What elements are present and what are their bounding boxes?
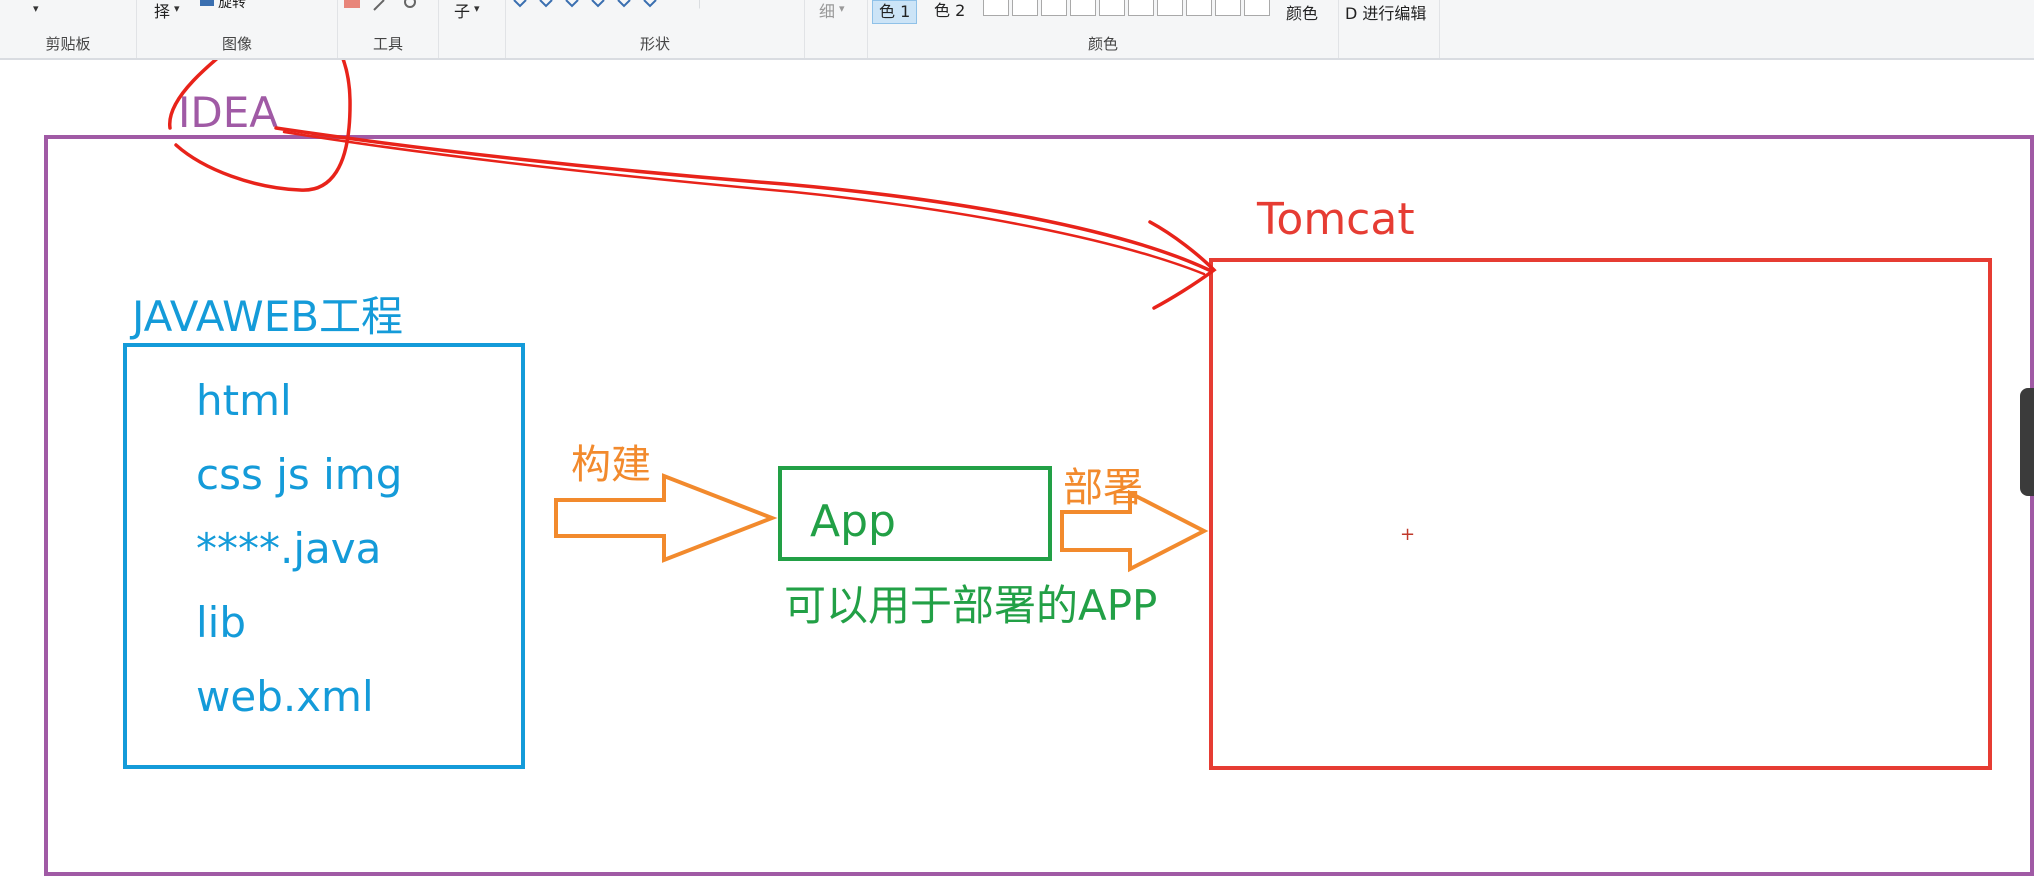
- shape-icon[interactable]: [643, 0, 657, 8]
- scroll-handle[interactable]: [2020, 388, 2034, 496]
- idea-outer-box: [44, 135, 2034, 876]
- shape-icon[interactable]: [565, 0, 579, 8]
- tools-icons: [344, 0, 416, 11]
- color-swatch[interactable]: [1012, 0, 1038, 16]
- shape-icon[interactable]: [617, 0, 631, 8]
- javaweb-item-css-js-img: css js img: [196, 450, 403, 499]
- deploy-arrow-shape: [1060, 489, 1209, 573]
- brushes-group: 子 ▾: [439, 0, 506, 58]
- eraser-icon[interactable]: [344, 0, 360, 8]
- annotation-arrowhead-stroke: [1148, 220, 1217, 310]
- shapes-group-label: 形状: [639, 35, 670, 53]
- edit-with-paint3d-button[interactable]: D 进行编辑: [1345, 4, 1427, 23]
- colors-group: 色 1 色 2 颜色 颜色: [868, 0, 1339, 58]
- annotation-arrow-stroke: [282, 130, 1206, 276]
- rotate-button[interactable]: 旋转: [218, 0, 246, 11]
- annotation-circle-stroke: [168, 60, 352, 192]
- shapes-gallery[interactable]: [510, 0, 700, 10]
- javaweb-item-html: html: [196, 376, 292, 425]
- chevron-down-icon[interactable]: ▾: [174, 2, 180, 15]
- chevron-down-icon[interactable]: ▾: [33, 2, 39, 15]
- color-swatch[interactable]: [1128, 0, 1154, 16]
- colors-group-label: 颜色: [1087, 35, 1118, 53]
- color-swatch[interactable]: [1157, 0, 1183, 16]
- javaweb-project-box: [123, 343, 525, 769]
- annotation-arrow-stroke: [274, 126, 1211, 272]
- size-group: 细 ▾: [805, 0, 868, 58]
- color-swatch[interactable]: [1244, 0, 1270, 16]
- build-label: 构建: [571, 442, 651, 488]
- paint3d-group: D 进行编辑: [1339, 0, 1440, 58]
- app-description: 可以用于部署的APP: [784, 581, 1158, 630]
- color-swatch[interactable]: [1070, 0, 1096, 16]
- tools-group-label: 工具: [372, 35, 403, 53]
- idea-label: IDEA: [178, 88, 278, 137]
- color-picker-icon[interactable]: [373, 0, 385, 11]
- color-swatch[interactable]: [1099, 0, 1125, 16]
- image-group-label: 图像: [221, 35, 252, 53]
- javaweb-item-webxml: web.xml: [196, 672, 374, 721]
- select-button[interactable]: 择: [154, 2, 171, 21]
- clipboard-group: ▾ 剪贴板: [0, 0, 137, 58]
- tomcat-label: Tomcat: [1257, 194, 1415, 245]
- app-label: App: [810, 496, 896, 547]
- tomcat-box: [1209, 258, 1992, 770]
- shape-icon[interactable]: [539, 0, 553, 8]
- clipboard-group-label: 剪贴板: [45, 35, 91, 53]
- edit-colors-button[interactable]: 颜色: [1286, 4, 1319, 23]
- shape-icon[interactable]: [591, 0, 605, 8]
- chevron-down-icon[interactable]: ▾: [839, 2, 845, 15]
- app-box: [778, 466, 1052, 561]
- tools-group: 工具: [338, 0, 439, 58]
- color-swatch[interactable]: [1041, 0, 1067, 16]
- color-swatch[interactable]: [983, 0, 1009, 16]
- color-2-button[interactable]: 色 2: [934, 1, 966, 20]
- color-swatch[interactable]: [1215, 0, 1241, 16]
- ribbon-toolbar: ▾ 剪贴板 择 ▾ 旋转 图像 工具 子 ▾ 形状 细 ▾: [0, 0, 2034, 60]
- drawing-canvas[interactable]: IDEA JAVAWEB工程 html css js img ****.java…: [4, 60, 2034, 886]
- image-group: 择 ▾ 旋转 图像: [137, 0, 338, 58]
- rotate-icon[interactable]: [200, 0, 214, 6]
- shape-icon[interactable]: [513, 0, 527, 8]
- size-button[interactable]: 细: [819, 2, 836, 21]
- crosshair-cursor: +: [1400, 524, 1416, 545]
- javaweb-project-label: JAVAWEB工程: [132, 292, 404, 341]
- build-arrow-shape: [554, 473, 778, 563]
- javaweb-item-java: ****.java: [196, 524, 382, 573]
- chevron-down-icon[interactable]: ▾: [474, 2, 480, 15]
- color-swatch[interactable]: [1186, 0, 1212, 16]
- brushes-button[interactable]: 子: [454, 2, 471, 21]
- magnifier-icon[interactable]: [404, 0, 416, 8]
- color-1-button[interactable]: 色 1: [872, 0, 918, 24]
- shapes-group: 形状: [506, 0, 805, 58]
- canvas-drawings: [168, 60, 1217, 573]
- javaweb-item-lib: lib: [196, 598, 246, 647]
